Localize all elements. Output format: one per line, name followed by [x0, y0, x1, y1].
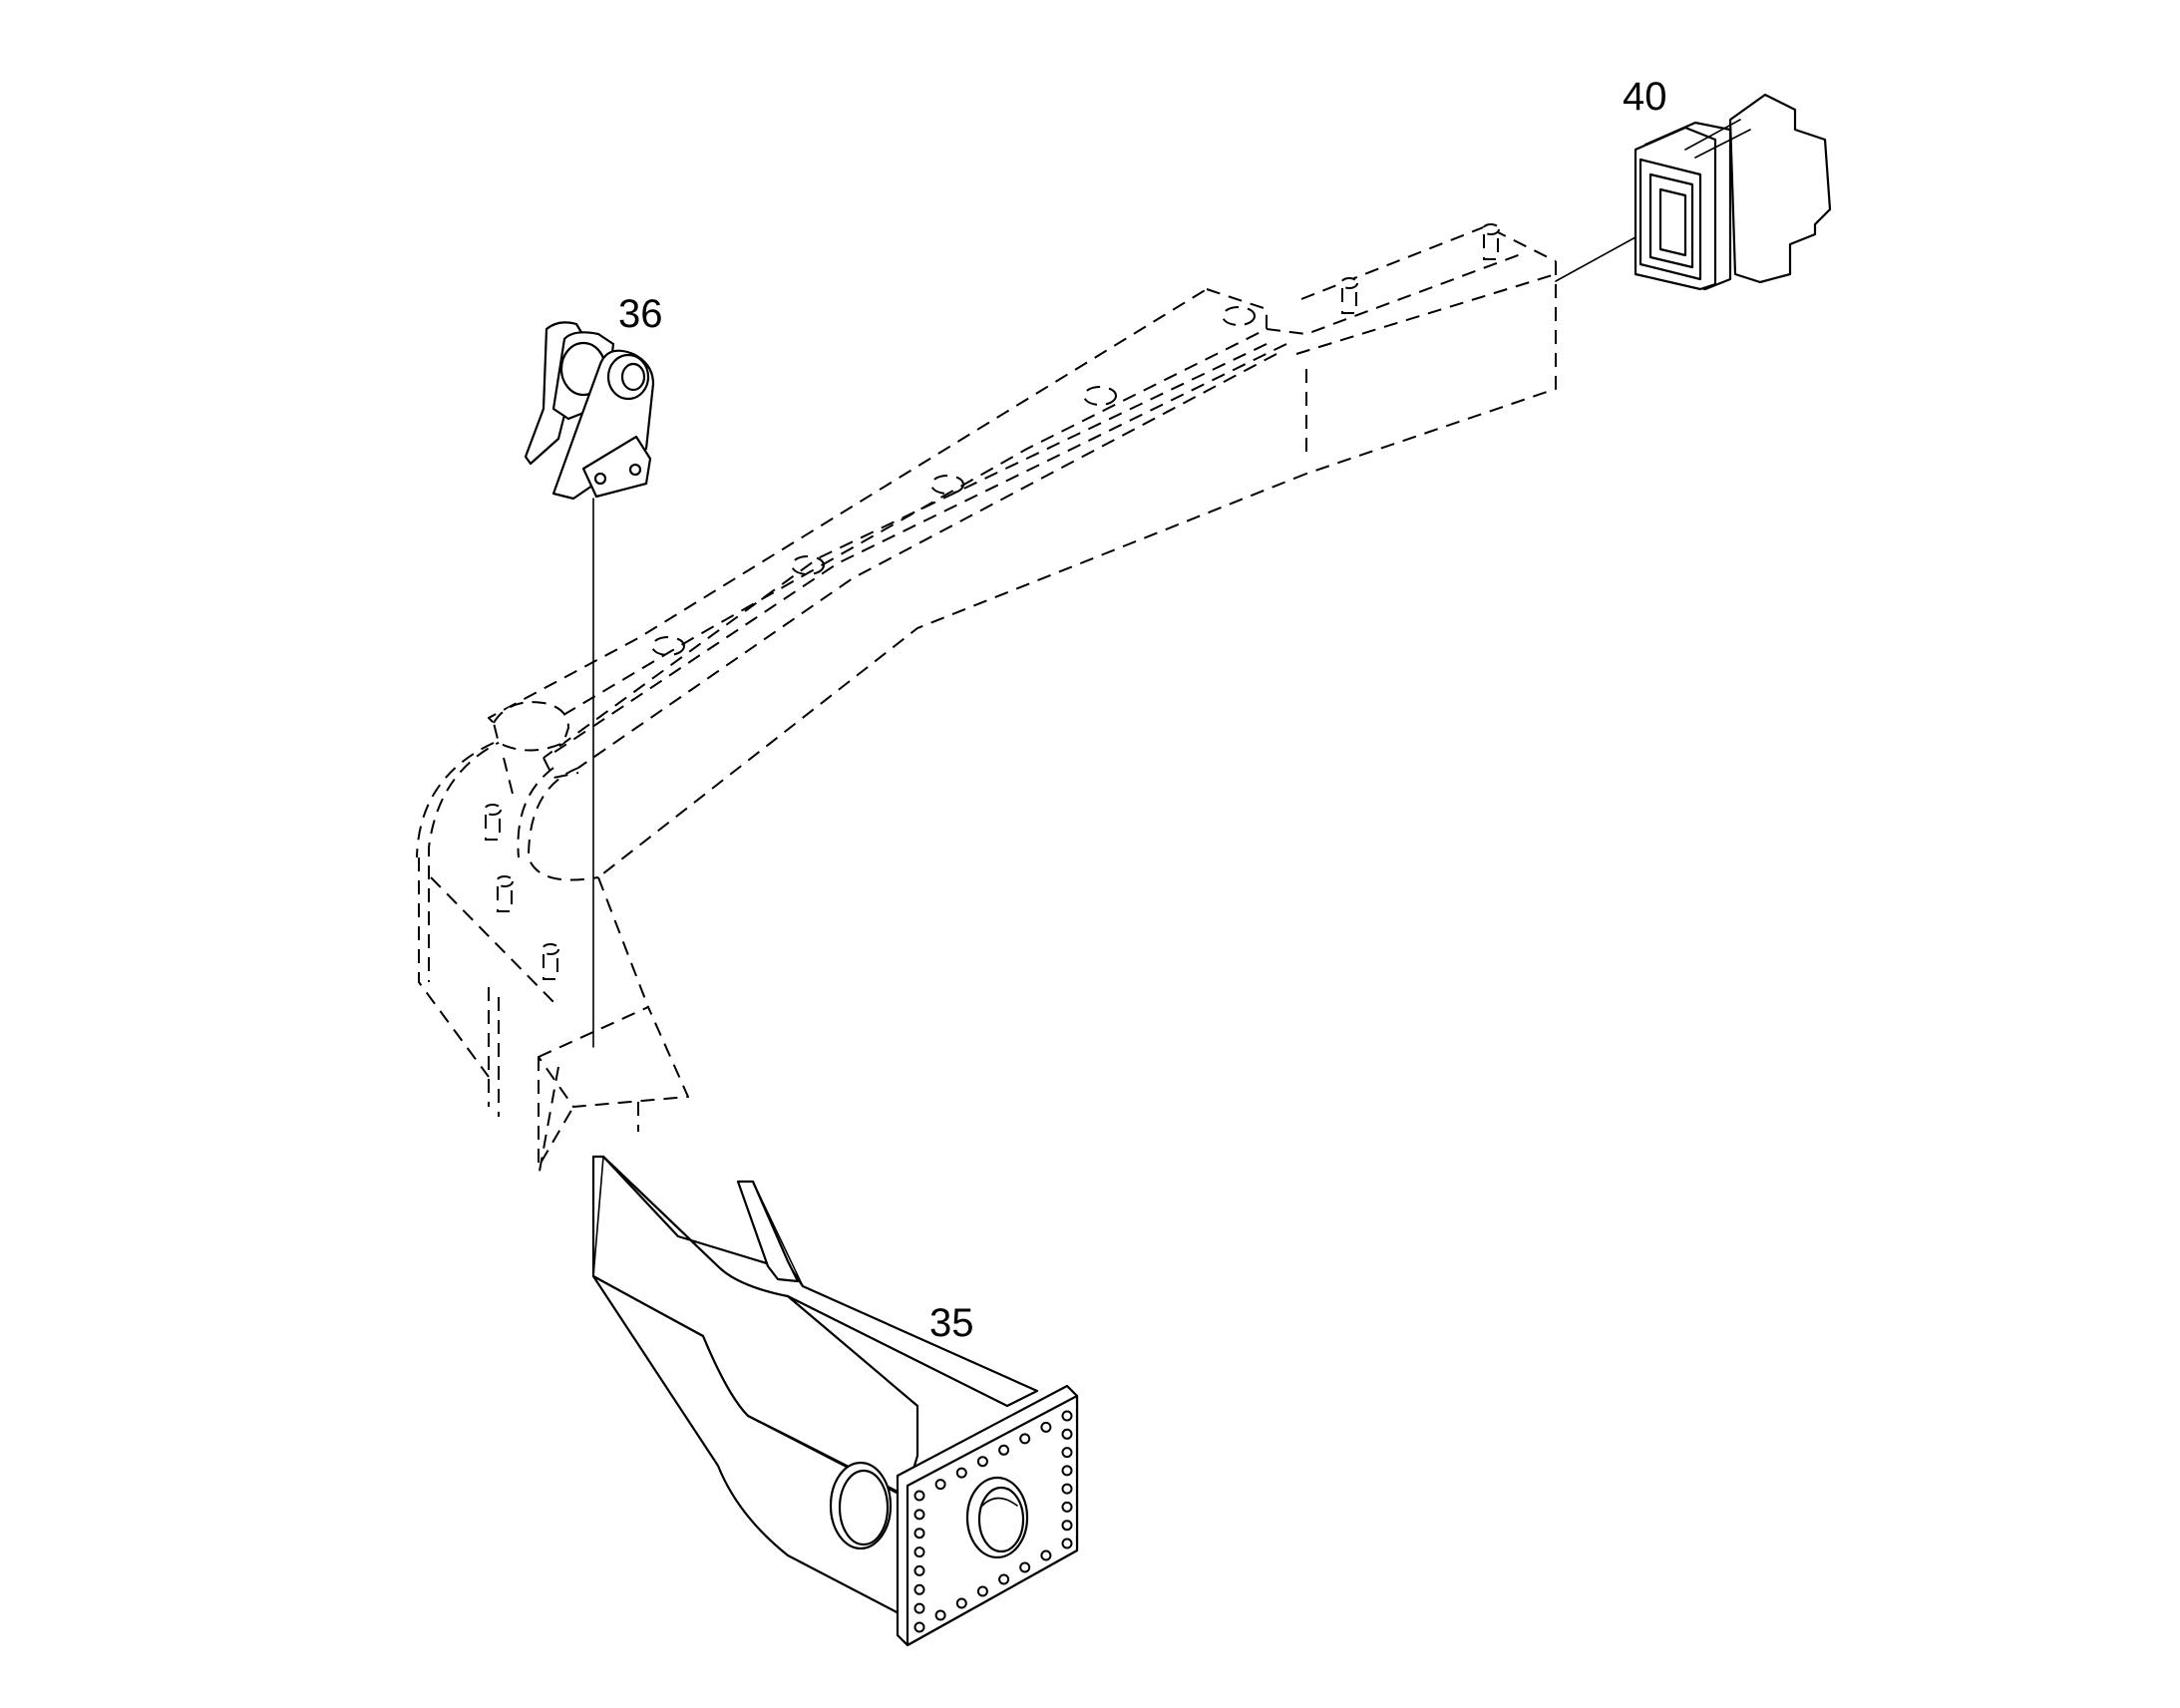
- callout-35: 35: [929, 1301, 974, 1345]
- bolt-hole: [1061, 1501, 1073, 1513]
- bolt-hole: [1040, 1549, 1052, 1561]
- bolt-hole: [913, 1564, 925, 1576]
- rail-pin: [1482, 223, 1500, 260]
- callout-40: 40: [1623, 75, 1667, 119]
- bolt-hole: [913, 1583, 925, 1595]
- bolt-hole: [913, 1509, 925, 1521]
- bolt-hole: [998, 1573, 1010, 1585]
- boom-arm-phantom: [416, 223, 1557, 1178]
- bolt-hole: [1061, 1465, 1073, 1477]
- bolt-hole: [913, 1621, 925, 1633]
- callout-36: 36: [618, 292, 663, 336]
- bolt-hole: [934, 1609, 946, 1621]
- bolt-hole: [1040, 1421, 1052, 1433]
- elbow-saddle-block: [492, 701, 579, 799]
- bolt-hole: [913, 1546, 925, 1558]
- bolt-hole: [1061, 1410, 1073, 1422]
- part-36-roller-bracket: [524, 321, 655, 1048]
- elbow-pin: [496, 875, 514, 912]
- bolt-hole: [913, 1528, 925, 1539]
- part-40-end-block: [1555, 93, 1832, 291]
- bolt-hole: [998, 1444, 1010, 1456]
- bolt-hole: [1061, 1537, 1073, 1549]
- bolt-hole: [1061, 1428, 1073, 1440]
- bolt-hole: [1061, 1520, 1073, 1532]
- bolt-hole: [1019, 1433, 1031, 1445]
- bolt-hole: [976, 1456, 988, 1468]
- bolt-hole: [913, 1490, 925, 1502]
- flange-bolt-holes: [913, 1410, 1073, 1633]
- rail-pin: [1340, 277, 1358, 314]
- elbow-pin: [542, 943, 559, 980]
- bolt-hole: [976, 1585, 988, 1597]
- elbow-pin: [484, 804, 502, 841]
- part-35-lower-arm: [591, 1155, 1079, 1647]
- bolt-hole: [955, 1467, 967, 1479]
- bolt-hole: [934, 1479, 946, 1491]
- bolt-hole: [1061, 1447, 1073, 1459]
- bolt-hole: [1019, 1561, 1031, 1573]
- bolt-hole: [1061, 1483, 1073, 1495]
- bolt-hole: [913, 1602, 925, 1614]
- bolt-hole: [955, 1597, 967, 1609]
